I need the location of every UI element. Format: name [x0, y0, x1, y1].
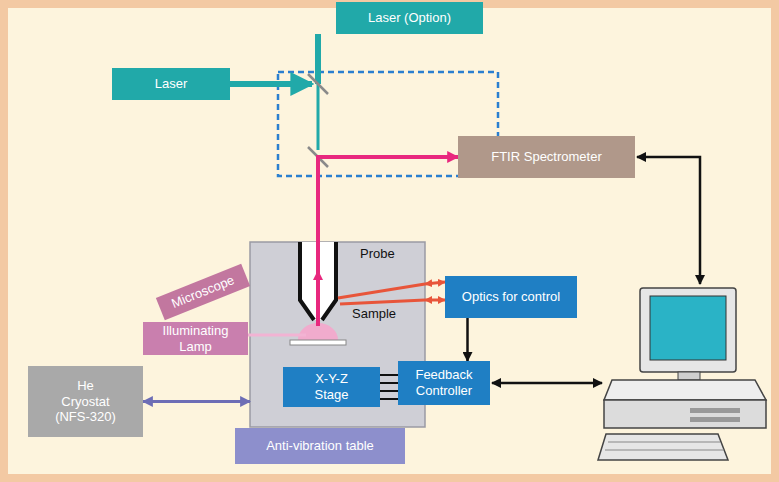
probe-wall	[322, 242, 336, 320]
control-ray	[340, 300, 425, 304]
stage-cable	[380, 374, 398, 376]
control-ray	[425, 299, 445, 302]
stage-cable	[380, 398, 398, 400]
signal-beam	[318, 157, 458, 242]
control-arrow	[466, 318, 469, 361]
lamp-light	[248, 334, 306, 337]
laser-beam	[315, 34, 321, 84]
node-label: Laser (Option)	[368, 10, 451, 26]
signal-beam	[318, 157, 458, 242]
controller-box: Feedback Controller	[398, 361, 490, 405]
node-label: Illuminating Lamp	[149, 323, 242, 354]
stage-box: X-Y-Z Stage	[283, 367, 380, 407]
node-label: Laser	[155, 76, 188, 92]
node-label: He Cryostat (NFS-320)	[52, 378, 120, 425]
beam-splitter	[308, 74, 328, 94]
node-label: Anti-vibration table	[266, 438, 374, 454]
laser-box: Laser (Option)	[336, 2, 483, 34]
stage-cable	[380, 390, 398, 392]
cryostat-box: He Cryostat (NFS-320)	[28, 366, 143, 437]
lamp-box: Illuminating Lamp	[143, 322, 248, 355]
signal-arrow	[316, 275, 320, 285]
node-label: Sample	[352, 306, 396, 322]
microscope-box: Microscope	[156, 264, 250, 321]
node-label: Probe	[360, 246, 395, 262]
signal-beam	[316, 242, 320, 326]
table-box: Anti-vibration table	[235, 428, 405, 464]
spectrometer-box: FTIR Spectrometer	[458, 136, 635, 178]
cryostat-link	[143, 400, 250, 403]
laser-beam	[317, 84, 320, 150]
laser-box: Laser	[112, 68, 230, 100]
sample-plate	[290, 340, 346, 345]
probe-wall	[300, 242, 314, 320]
data-link	[492, 382, 602, 385]
optics-box: Optics for control	[445, 276, 577, 318]
node-label: Feedback Controller	[404, 367, 484, 398]
stage-cable	[380, 382, 398, 384]
node-label: Microscope	[169, 272, 236, 311]
node-label: Optics for control	[462, 289, 560, 305]
computer	[598, 288, 766, 460]
cryostat-link	[143, 401, 250, 402]
control-arrow	[467, 318, 468, 361]
control-ray	[338, 284, 425, 298]
stage-cable	[380, 375, 398, 399]
control-ray	[425, 282, 445, 300]
node-label: X-Y-Z Stage	[307, 371, 357, 402]
control-ray	[425, 282, 445, 284]
node-label: FTIR Spectrometer	[491, 149, 602, 165]
data-link	[637, 157, 700, 284]
laser-beam	[230, 81, 312, 87]
